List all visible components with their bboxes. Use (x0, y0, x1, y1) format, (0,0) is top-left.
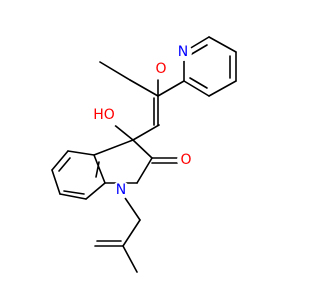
atom-label-bg (152, 60, 170, 78)
bond (183, 80, 210, 97)
bond (122, 219, 141, 247)
bond (59, 193, 87, 200)
hydroxyl-label: HO (93, 107, 115, 123)
bond (93, 154, 106, 184)
bond (93, 139, 134, 156)
bond (189, 44, 208, 56)
bond (63, 190, 85, 195)
bond (208, 80, 237, 97)
bond (67, 150, 95, 156)
bond (111, 122, 134, 141)
structure-canvas: HO O O N N (51, 36, 237, 273)
bond (129, 79, 159, 97)
indole-nitrogen-label: N (116, 182, 126, 198)
bond (132, 124, 160, 141)
bond (189, 77, 208, 89)
bond (51, 169, 61, 195)
bond (95, 161, 100, 178)
bond (208, 36, 237, 53)
atom-label-bg (177, 151, 195, 169)
pyridine-nitrogen-label: N (178, 44, 188, 60)
bond (157, 80, 185, 97)
atom-label-bg (92, 101, 120, 129)
bond (58, 157, 71, 172)
bond (122, 245, 138, 273)
atom-label-bg (112, 181, 130, 199)
bond (85, 182, 106, 200)
ketone-oxygen-label: O (155, 61, 166, 77)
bond (136, 157, 153, 184)
lactam-oxygen-label: O (180, 152, 191, 168)
bond (99, 61, 131, 81)
bond (132, 139, 153, 159)
atom-label-bg (174, 43, 192, 61)
molecule-drawing: HO O O N N (51, 36, 237, 273)
bond (51, 150, 69, 171)
